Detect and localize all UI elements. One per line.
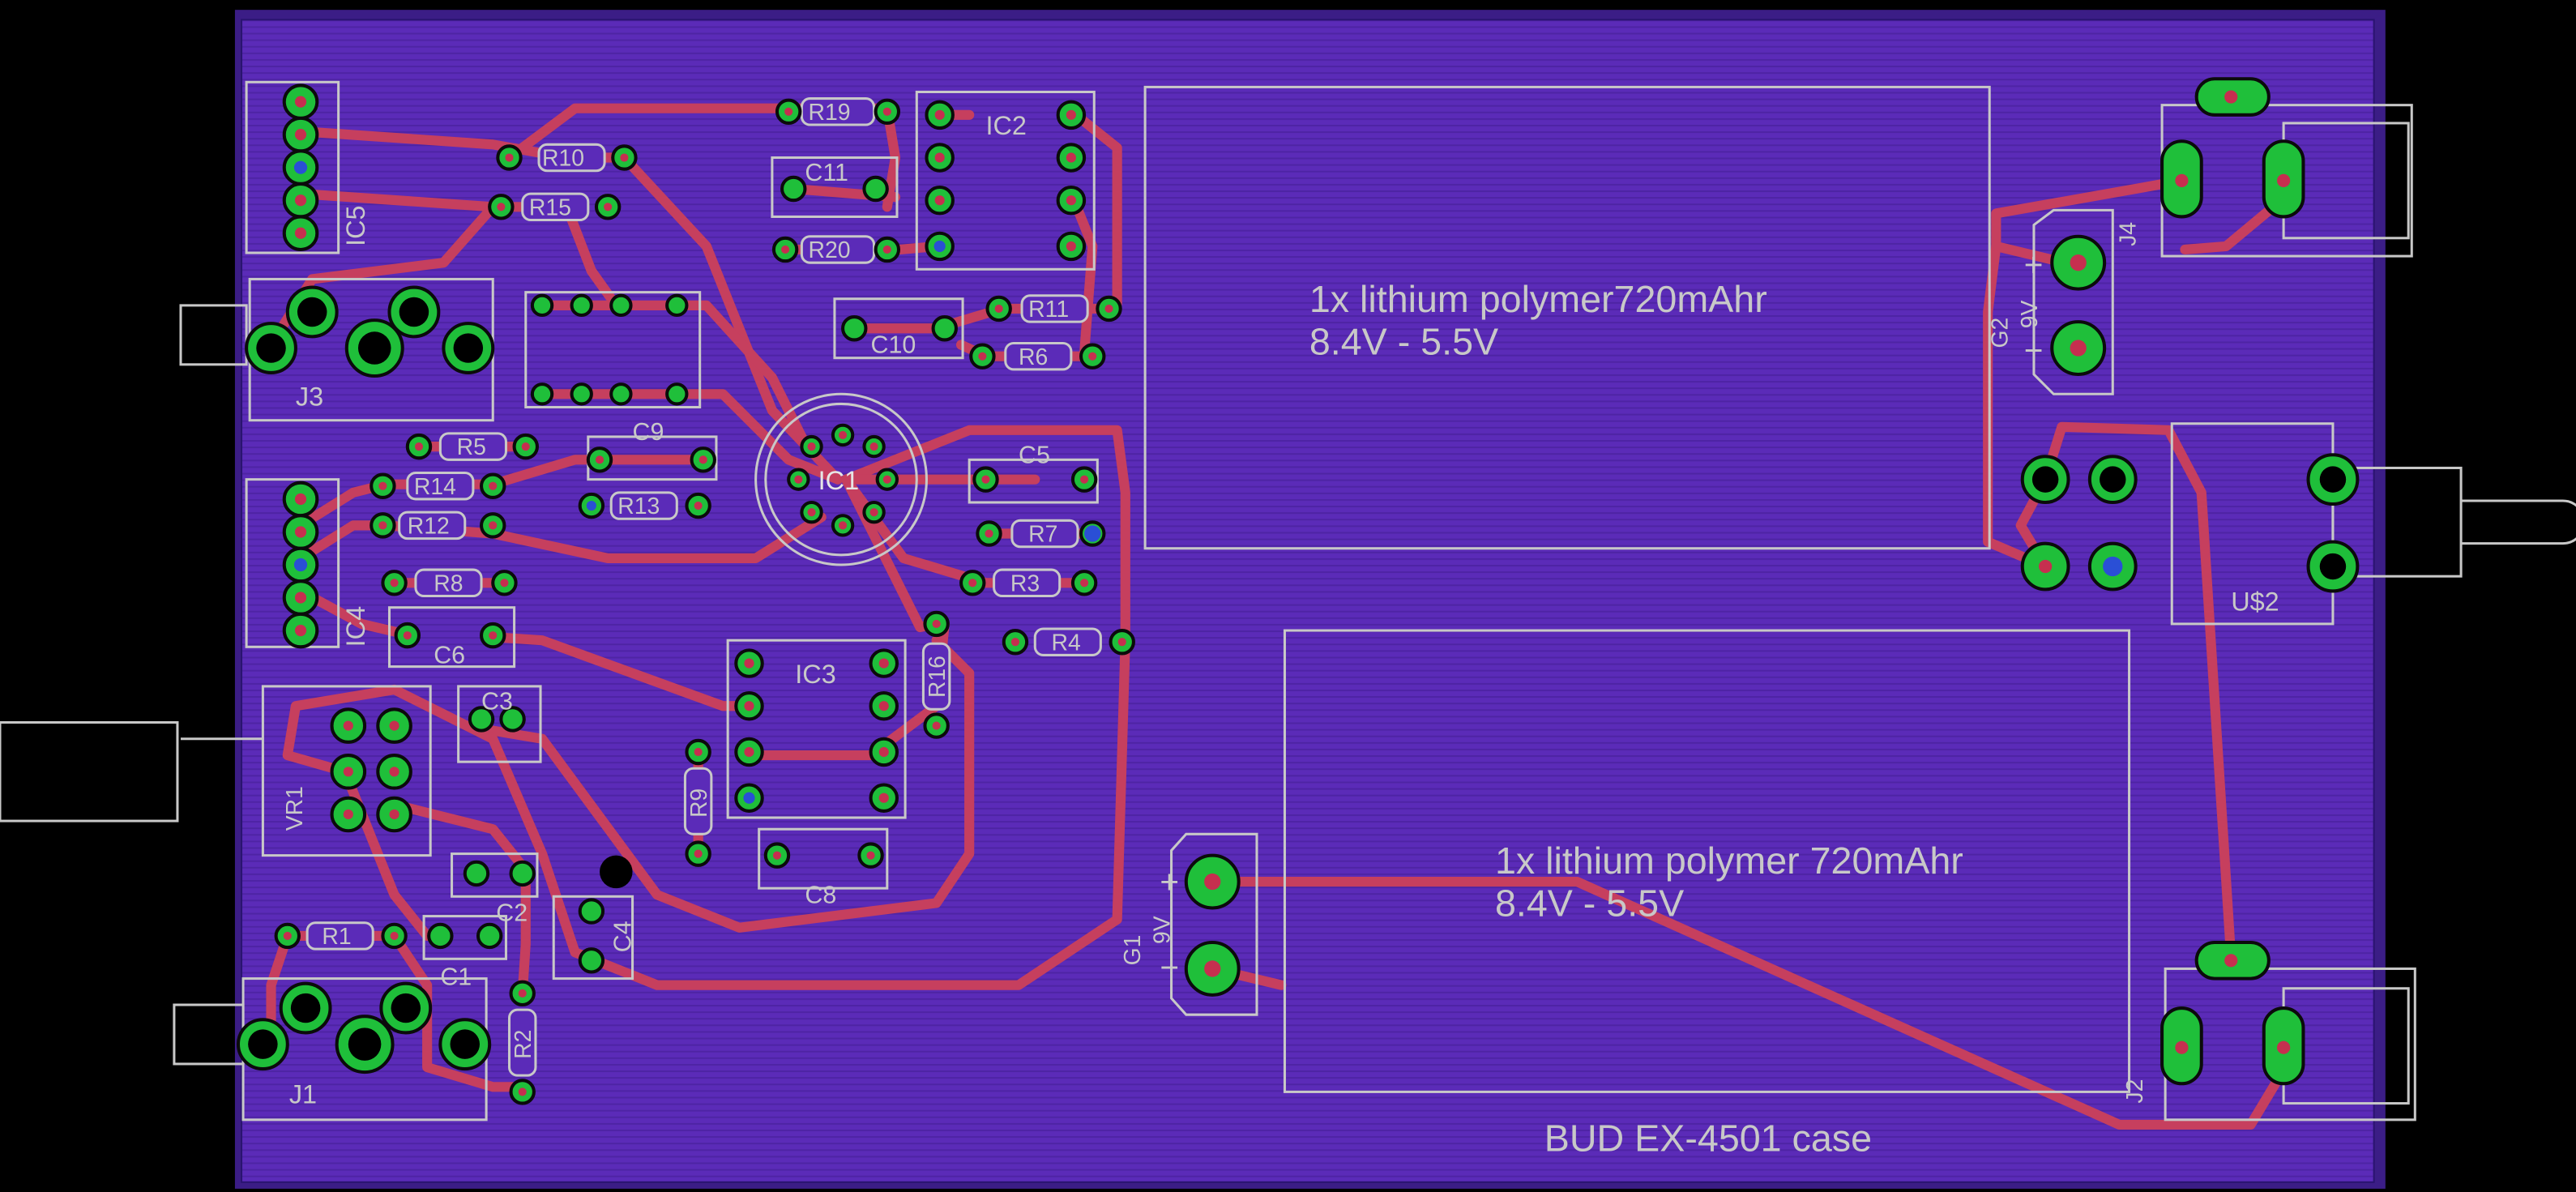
label-c9: C9 [633, 418, 664, 446]
drill-holes [283, 90, 2291, 1096]
label-ic3: IC3 [795, 660, 835, 689]
label-g2-voltage: 9V [2017, 300, 2043, 328]
label-r2: R2 [511, 1030, 536, 1059]
label-ic4: IC4 [341, 606, 370, 647]
label-c8: C8 [805, 881, 836, 908]
label-g1: G1 [1120, 935, 1146, 966]
label-g1-plus: + [1160, 863, 1179, 900]
label-r20: R20 [808, 237, 850, 263]
label-r10: R10 [542, 146, 584, 172]
label-c1: C1 [440, 963, 472, 991]
label-r19: R19 [808, 100, 850, 126]
label-r11: R11 [1028, 297, 1069, 323]
label-c3: C3 [481, 687, 513, 715]
battery-top-line1: 1x lithium polymer720mAhr [1309, 278, 1767, 320]
label-c10: C10 [871, 331, 916, 359]
label-r7: R7 [1028, 522, 1057, 548]
label-u2: U$2 [2231, 587, 2279, 617]
label-r14: R14 [414, 474, 456, 500]
label-g2-minus: − [2024, 331, 2044, 369]
label-r8: R8 [434, 570, 463, 596]
label-r9: R9 [686, 788, 712, 818]
battery-top-line2: 8.4V - 5.5V [1309, 321, 1498, 363]
case-note: BUD EX-4501 case [1544, 1117, 1872, 1159]
label-g1-minus: − [1160, 949, 1179, 986]
label-r12: R12 [408, 514, 450, 540]
label-r5: R5 [457, 434, 486, 460]
label-r1: R1 [322, 924, 351, 950]
label-r4: R4 [1052, 630, 1081, 656]
label-r6: R6 [1019, 344, 1048, 370]
vias [293, 160, 2123, 804]
label-r3: R3 [1010, 570, 1040, 596]
label-c2: C2 [496, 899, 528, 927]
label-c5: C5 [1019, 441, 1050, 468]
label-c11: C11 [805, 159, 848, 186]
label-ic2: IC2 [985, 111, 1026, 140]
label-r15: R15 [529, 194, 571, 220]
label-j3: J3 [296, 382, 323, 411]
label-vr1: VR1 [282, 786, 308, 831]
label-g2: G2 [1988, 318, 2014, 348]
battery-bottom-line1: 1x lithium polymer 720mAhr [1495, 840, 1963, 882]
label-c4: C4 [609, 921, 637, 952]
mount-holes [248, 297, 2347, 1061]
label-g1-voltage: 9V [1150, 916, 1176, 944]
battery-bottom-line2: 8.4V - 5.5V [1495, 882, 1684, 925]
label-j4: J4 [2116, 222, 2142, 246]
label-ic5: IC5 [341, 206, 370, 246]
resistor-bodies [305, 97, 1102, 1077]
label-j2: J2 [2122, 1079, 2148, 1104]
label-r13: R13 [617, 493, 660, 519]
label-j1: J1 [289, 1080, 317, 1109]
label-ic1: IC1 [818, 466, 859, 495]
label-r16: R16 [925, 656, 951, 698]
silk-labels: 1x lithium polymer720mAhr 8.4V - 5.5V 1x… [282, 100, 2279, 1159]
label-g2-plus: + [2024, 246, 2044, 283]
label-c6: C6 [434, 642, 465, 669]
